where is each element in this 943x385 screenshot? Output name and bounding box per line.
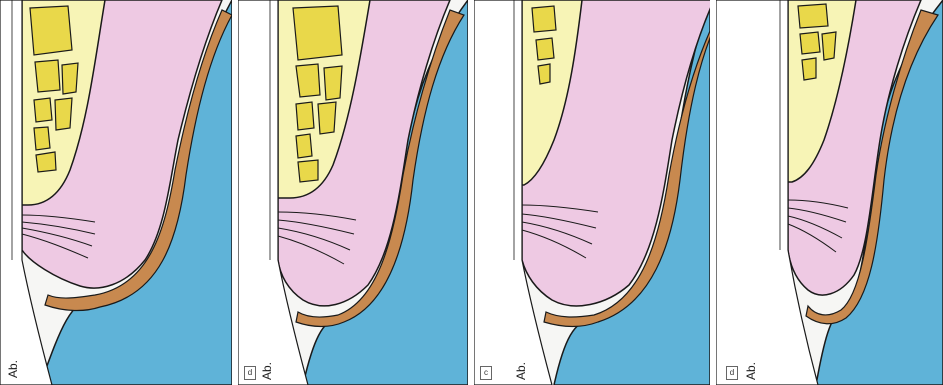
- panel-a-label: Ab.: [6, 360, 20, 378]
- panel-d-letter-box: d: [726, 366, 738, 380]
- panel-b: d Ab.: [238, 0, 468, 385]
- panel-c-illustration: [474, 0, 710, 385]
- panel-d: d Ab.: [716, 0, 943, 385]
- panel-d-illustration: [716, 0, 943, 385]
- panel-a-illustration: [0, 0, 232, 385]
- panel-b-letter-box: d: [244, 366, 256, 380]
- panel-c-label: Ab.: [514, 362, 528, 380]
- panel-c: c Ab.: [474, 0, 710, 385]
- panel-b-label: Ab.: [260, 362, 274, 380]
- panel-d-label: Ab.: [744, 362, 758, 380]
- panel-b-illustration: [238, 0, 468, 385]
- panel-a: Ab.: [0, 0, 232, 385]
- panel-c-letter-box: c: [480, 366, 492, 380]
